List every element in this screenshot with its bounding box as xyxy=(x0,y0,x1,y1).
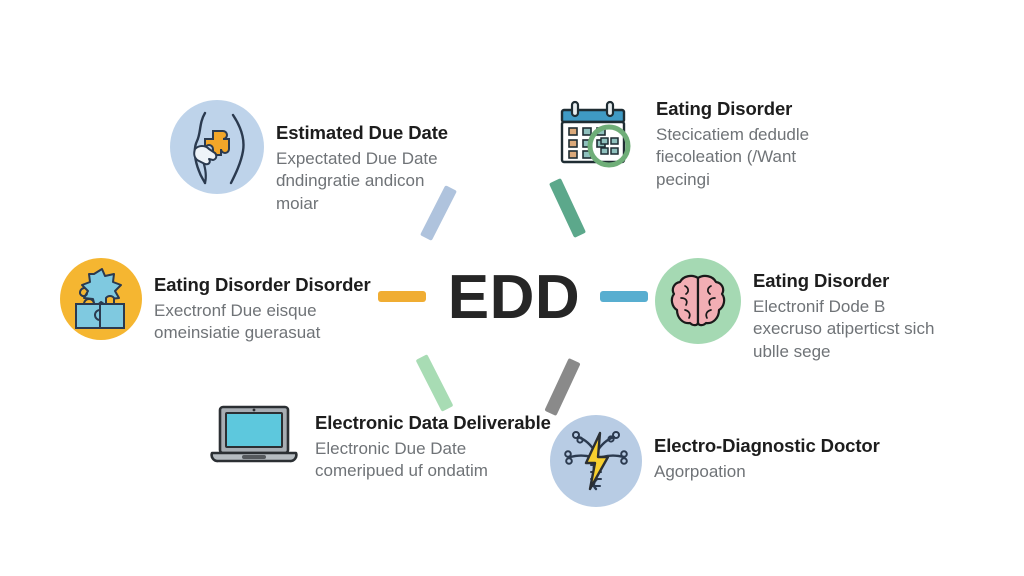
calendar-magnifier-icon xyxy=(548,92,644,184)
node-icon-wrapper xyxy=(170,100,264,194)
hub-label: EDD xyxy=(447,263,581,332)
node-subtitle: Electronif Dode B execruso atiperticst s… xyxy=(753,296,934,364)
node-subtitle-line: Exectronf Due eisque xyxy=(154,300,317,320)
node-subtitle-line: Electronif Dode B xyxy=(753,296,886,316)
node-title: Electro-Diagnostic Doctor xyxy=(654,435,880,456)
node-subtitle: Agorpoation xyxy=(654,461,880,484)
node-text-block: Eating Disorder Disorder Exectronf Due e… xyxy=(142,258,371,345)
puzzle-pieces-icon xyxy=(60,258,142,340)
node-subtitle-line: ɗndingratie andicon xyxy=(276,171,425,191)
node-subtitle-line: moiar xyxy=(276,194,319,214)
calendar-magnifier-glyph xyxy=(560,100,631,168)
node-subtitle-line: comeripued uf ondatim xyxy=(315,461,488,481)
brain-icon xyxy=(655,258,741,344)
node-eating-disorder-puzzle[interactable]: Eating Disorder Disorder Exectronf Due e… xyxy=(60,258,371,345)
brain-glyph xyxy=(670,274,726,327)
puzzle-pieces-glyph xyxy=(75,268,125,329)
node-icon-wrapper xyxy=(655,258,741,344)
node-estimated-due-date[interactable]: Estimated Due Date Expectated Due Date ɗ… xyxy=(170,100,448,216)
node-text-block: Electronic Data Deliverable Electronic D… xyxy=(303,400,551,483)
node-subtitle: Electronic Due Date comeripued uf ondati… xyxy=(315,438,545,483)
nerve-lightning-glyph xyxy=(564,431,628,491)
nerve-lightning-icon xyxy=(550,415,642,507)
node-subtitle-line: ublle sege xyxy=(753,342,831,362)
node-icon-wrapper xyxy=(550,415,642,507)
node-subtitle-line: pecingi xyxy=(656,170,710,190)
node-title: Eating Disorder xyxy=(656,98,793,119)
laptop-glyph xyxy=(210,405,298,463)
node-electronic-data-deliverable[interactable]: Electronic Data Deliverable Electronic D… xyxy=(205,400,551,483)
node-icon-wrapper xyxy=(60,258,142,340)
node-subtitle-line: Stecicatiem ɗedudle xyxy=(656,124,810,144)
node-electro-diagnostic-doctor[interactable]: Electro-Diagnostic Doctor Agorpoation xyxy=(550,415,880,507)
node-title: Eating Disorder Disorder xyxy=(154,274,371,295)
node-subtitle-line: Electronic Due Date xyxy=(315,438,467,458)
node-icon-wrapper xyxy=(205,400,303,472)
central-hub: EDD xyxy=(424,258,604,338)
node-subtitle-line: Agorpoation xyxy=(654,461,746,481)
node-title: Eating Disorder xyxy=(753,270,890,291)
node-subtitle-line: Expectated Due Date xyxy=(276,148,438,168)
node-text-block: Estimated Due Date Expectated Due Date ɗ… xyxy=(264,100,448,216)
node-eating-disorder-brain[interactable]: Eating Disorder Electronif Dode B execru… xyxy=(655,258,934,364)
connector-right-horizontal xyxy=(600,291,648,302)
node-eating-disorder-calendar[interactable]: Eating Disorder Stecicatiem ɗedudle fiec… xyxy=(548,92,809,192)
node-text-block: Eating Disorder Stecicatiem ɗedudle fiec… xyxy=(644,92,809,192)
pregnant-belly-puzzle-icon xyxy=(170,100,264,194)
node-text-block: Electro-Diagnostic Doctor Agorpoation xyxy=(642,415,880,483)
node-subtitle-line: execruso atiperticst sich xyxy=(753,319,935,339)
node-icon-wrapper xyxy=(548,92,644,184)
node-subtitle: Stecicatiem ɗedudle fiecoleation (/Want … xyxy=(656,124,809,192)
node-subtitle: Exectronf Due eisque omeinsiatie guerasu… xyxy=(154,300,371,345)
node-title: Electronic Data Deliverable xyxy=(315,412,551,433)
node-text-block: Eating Disorder Electronif Dode B execru… xyxy=(741,258,934,364)
connector-left-horizontal xyxy=(378,291,426,302)
pregnant-belly-puzzle-glyph xyxy=(193,111,245,185)
node-title: Estimated Due Date xyxy=(276,122,448,143)
node-subtitle: Expectated Due Date ɗndingratie andicon … xyxy=(276,148,448,216)
node-subtitle-line: fiecoleation (/Want xyxy=(656,147,797,167)
laptop-icon xyxy=(205,400,303,472)
node-subtitle-line: omeinsiatie guerasuat xyxy=(154,323,321,343)
